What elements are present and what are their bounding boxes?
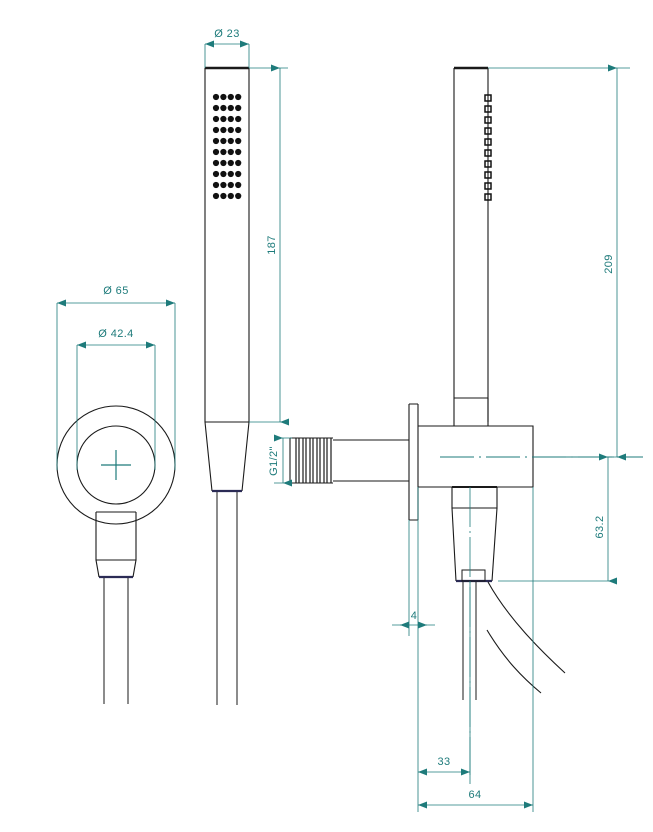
- wall-flange: [408, 404, 419, 520]
- holder-taper: [95, 559, 137, 578]
- dim-handshower-diameter: [204, 40, 250, 68]
- holder-inner-slot: [461, 569, 486, 582]
- outlet-body: [418, 425, 534, 488]
- hose-curve-inner: [486, 629, 542, 694]
- dim-label-holder-offset: 33: [437, 756, 450, 768]
- view-handshower-side: [453, 66, 489, 422]
- wall-flange-caps: [409, 403, 418, 521]
- view-round-plate: [56, 405, 176, 704]
- view-handshower-front: [204, 66, 250, 705]
- handshower-hose-lines: [216, 492, 238, 705]
- side-shower-sides: [453, 68, 489, 422]
- dim-label-outlet-height: 63.2: [594, 515, 606, 538]
- spray-nozzle-dot-matrix: [212, 93, 242, 200]
- holder-bracket-top: [451, 487, 498, 509]
- dim-handshower-length: [249, 64, 289, 426]
- plate-center-cross: [101, 450, 131, 480]
- dim-thread-size: [274, 434, 292, 487]
- dim-outlet-height: [498, 453, 617, 585]
- outlet-elbow-assembly: [289, 397, 566, 700]
- hose-lines: [103, 578, 129, 704]
- dim-label-plate-thickness: 4: [411, 610, 418, 622]
- dim-label-thread-size: G1/2": [268, 446, 280, 476]
- side-hose-lines: [462, 582, 477, 700]
- dim-label-overall-height: 209: [603, 254, 615, 274]
- dim-plate-inner-diameter: [76, 341, 156, 470]
- dim-label-plate-inner-diameter: Ø 42.4: [98, 328, 133, 340]
- dim-holder-offset: [417, 582, 471, 784]
- shower-taper: [204, 421, 250, 492]
- ext-up: [56, 303, 176, 420]
- dim-label-plate-outer-diameter: Ø 65: [103, 285, 128, 297]
- side-nozzle-column: [484, 94, 492, 201]
- thread-outline: [290, 437, 333, 484]
- dim-projection: [417, 487, 534, 812]
- thread-ribs: [295, 438, 332, 483]
- holder-bracket-taper: [451, 507, 498, 582]
- dim-plate-outer-diameter: [56, 299, 176, 470]
- holder-stem-outline: [95, 512, 137, 561]
- outlet-top-boss: [453, 398, 489, 426]
- shower-body-sides: [204, 68, 250, 422]
- dim-label-handshower-diameter: Ø 23: [214, 28, 239, 40]
- dim-label-handshower-length: 187: [266, 235, 278, 255]
- spigot-pipe: [333, 439, 409, 482]
- dim-label-projection: 64: [468, 789, 481, 801]
- hose-curve-outer: [487, 581, 566, 674]
- dim-plate-thickness: [392, 487, 435, 636]
